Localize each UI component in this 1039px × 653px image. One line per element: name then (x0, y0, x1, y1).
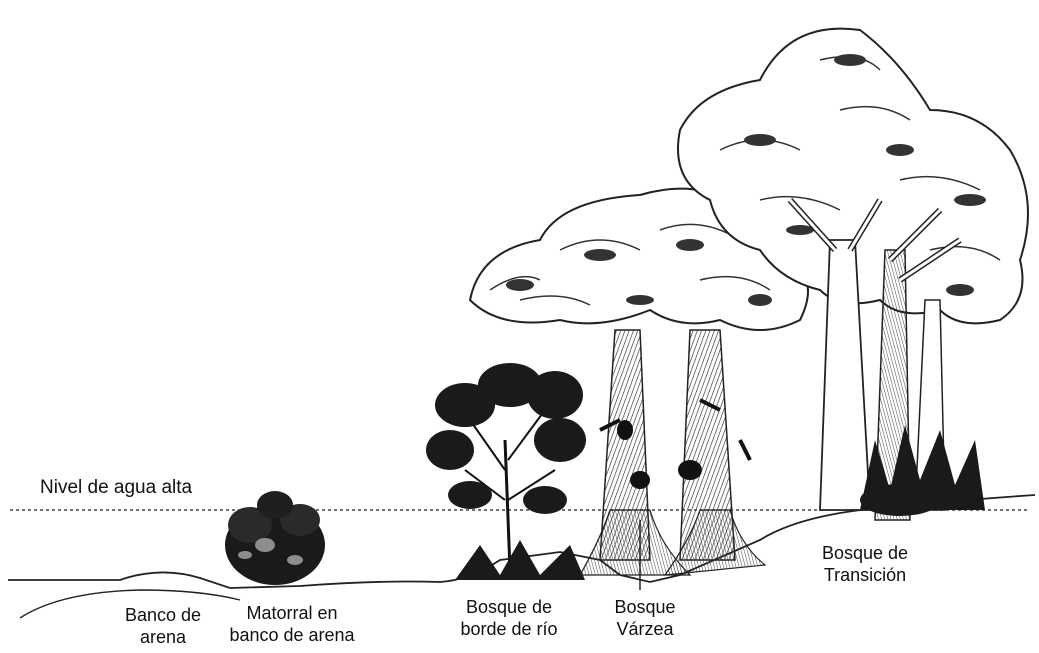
zone-label-bosque-transicion: Bosque de Transición (800, 542, 930, 586)
zone-label-bosque-varzea: Bosque Várzea (590, 596, 700, 640)
shrub-thicket (225, 491, 325, 585)
zone-label-banco-de-arena: Banco de arena (108, 604, 218, 648)
riverbank-forest-bush (426, 363, 586, 580)
zone-label-matorral: Matorral en banco de arena (212, 602, 372, 646)
zone-label-bosque-borde-rio: Bosque de borde de río (444, 596, 574, 640)
water-level-label: Nivel de agua alta (40, 477, 193, 498)
